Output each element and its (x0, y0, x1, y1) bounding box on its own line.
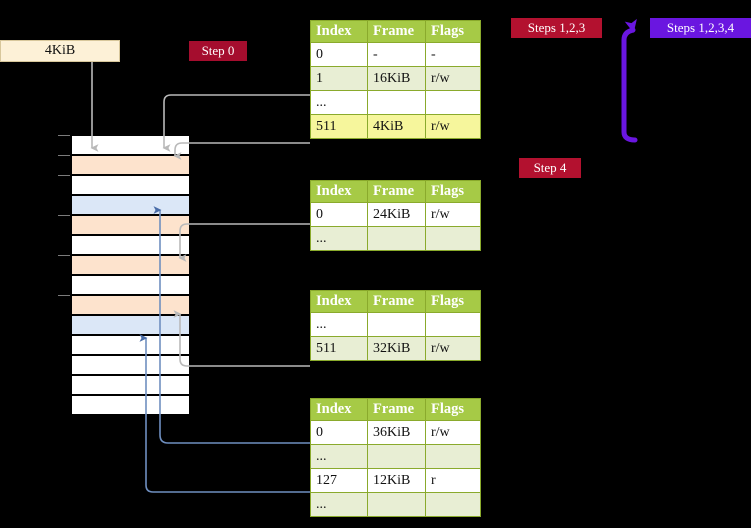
cell-index: ... (310, 312, 368, 337)
memory-tick-6 (58, 255, 70, 256)
memory-frame-row (71, 395, 190, 415)
memory-frame-row (71, 235, 190, 255)
cell-frame (367, 444, 426, 469)
cell-index: 127 (310, 468, 368, 493)
cell-flags: r/w (425, 66, 481, 91)
memory-frame-row (71, 375, 190, 395)
cell-index: 511 (310, 336, 368, 361)
cell-frame (367, 492, 426, 517)
cell-flags: r/w (425, 202, 481, 227)
memory-frame-row (71, 175, 190, 195)
connector-table3-row511-to-memory (173, 310, 310, 367)
memory-frame-row (71, 255, 190, 275)
cell-flags: r/w (425, 420, 481, 445)
memory-frame-row (71, 315, 190, 335)
memory-frame-row (71, 135, 190, 155)
memory-tick-2 (58, 175, 70, 176)
cell-flags (425, 226, 481, 251)
memory-frame-row (71, 195, 190, 215)
cell-index: 1 (310, 66, 368, 91)
badge-steps-1234-text: Steps 1,2,3,4 (666, 20, 735, 35)
memory-frame-row (71, 355, 190, 375)
table-header-index: Index (310, 180, 368, 203)
table-row: ... (310, 90, 481, 115)
memory-tick-1 (58, 155, 70, 156)
table-header-frame: Frame (367, 398, 426, 421)
table-row: ... (310, 444, 481, 469)
cell-index: 0 (310, 420, 368, 445)
badge-step-4-text: Step 4 (533, 160, 567, 175)
cell-flags: r/w (425, 336, 481, 361)
frame-label-4kib: 4KiB (0, 40, 120, 62)
table-row: ... (310, 492, 481, 517)
frame-label-4kib-text: 4KiB (44, 43, 76, 58)
cell-index: 0 (310, 202, 368, 227)
cell-frame (367, 226, 426, 251)
cell-flags (425, 492, 481, 517)
cell-flags: r/w (425, 114, 481, 139)
cell-frame: - (367, 42, 426, 67)
memory-frame-row (71, 295, 190, 315)
cell-flags (425, 312, 481, 337)
badge-step-0: Step 0 (189, 41, 247, 61)
table-row: 0-- (310, 42, 481, 67)
cell-frame: 16KiB (367, 66, 426, 91)
cell-frame: 36KiB (367, 420, 426, 445)
table-header-flags: Flags (425, 180, 481, 203)
memory-frame-row (71, 275, 190, 295)
cell-index: ... (310, 226, 368, 251)
physical-memory-frames (71, 135, 190, 415)
badge-steps-1234: Steps 1,2,3,4 (650, 18, 751, 38)
memory-tick-0 (58, 135, 70, 136)
arrow-steps-1234-bracket (621, 18, 638, 143)
table-header-frame: Frame (367, 20, 426, 43)
badge-steps-123-text: Steps 1,2,3 (527, 20, 586, 35)
table-header-frame: Frame (367, 180, 426, 203)
table-header-frame: Frame (367, 290, 426, 313)
table-header-index: Index (310, 290, 368, 313)
badge-step-0-text: Step 0 (201, 43, 235, 58)
cell-flags: r (425, 468, 481, 493)
badge-steps-123: Steps 1,2,3 (511, 18, 602, 38)
cell-index: 0 (310, 42, 368, 67)
memory-tick-4 (58, 215, 70, 216)
cell-frame: 12KiB (367, 468, 426, 493)
cell-flags (425, 90, 481, 115)
badge-step-4: Step 4 (519, 158, 581, 178)
memory-frame-row (71, 215, 190, 235)
memory-tick-8 (58, 295, 70, 296)
cell-frame (367, 312, 426, 337)
cell-index: ... (310, 90, 368, 115)
table-row: ... (310, 312, 481, 337)
table-header-flags: Flags (425, 398, 481, 421)
cell-frame (367, 90, 426, 115)
table-header-index: Index (310, 20, 368, 43)
cell-flags: - (425, 42, 481, 67)
memory-frame-row (71, 155, 190, 175)
table-header-index: Index (310, 398, 368, 421)
connector-table1-row511-to-memory (173, 142, 310, 160)
table-header-flags: Flags (425, 20, 481, 43)
cell-frame: 32KiB (367, 336, 426, 361)
table-row: ... (310, 226, 481, 251)
cell-frame: 4KiB (367, 114, 426, 139)
cell-index: 511 (310, 114, 368, 139)
connector-table2-row0-to-memory (178, 223, 310, 262)
cell-flags (425, 444, 481, 469)
cell-frame: 24KiB (367, 202, 426, 227)
cell-index: ... (310, 492, 368, 517)
memory-frame-row (71, 335, 190, 355)
table-header-flags: Flags (425, 290, 481, 313)
cell-index: ... (310, 444, 368, 469)
